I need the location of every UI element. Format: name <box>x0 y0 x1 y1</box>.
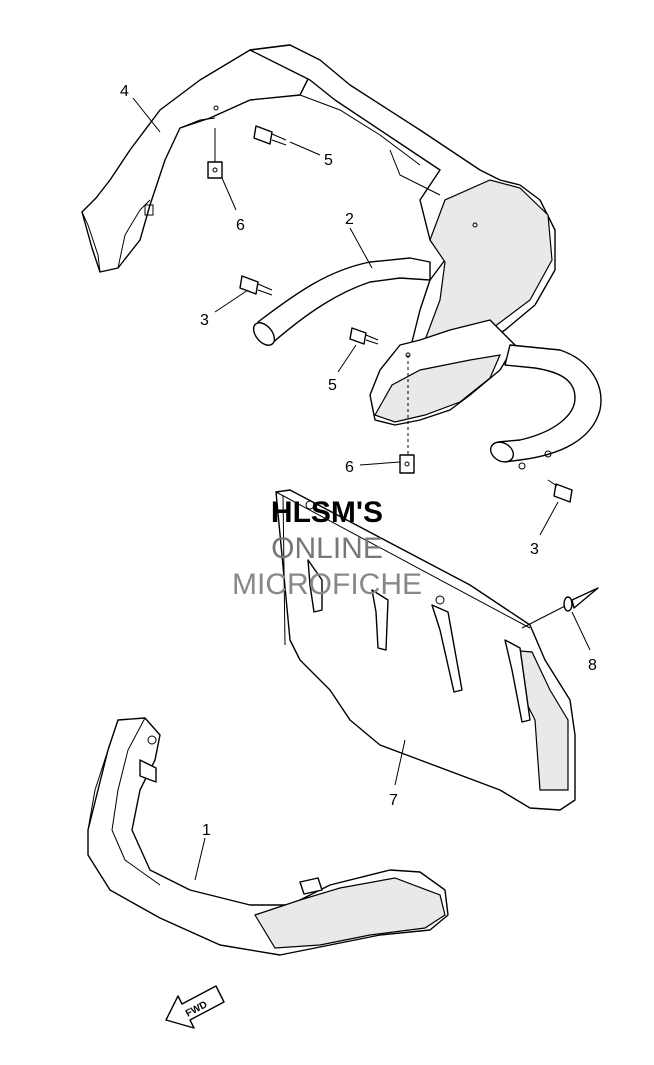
watermark-line-1: HLSM'S <box>270 496 384 529</box>
callout-5-upper: 5 <box>324 152 333 169</box>
callout-5-middle: 5 <box>328 377 337 394</box>
callout-8: 8 <box>588 657 597 674</box>
callout-4: 4 <box>120 83 129 100</box>
watermark-line-3: MICROFICHE <box>232 568 422 601</box>
arrow-fwd-icon: FWD <box>165 985 225 1029</box>
part-2-tube-bar[interactable] <box>250 257 602 470</box>
callout-3-left: 3 <box>200 312 209 329</box>
callout-6-upper: 6 <box>236 217 245 234</box>
part-4-hood-frame[interactable] <box>81 44 556 426</box>
bolt-5-middle[interactable] <box>349 327 379 345</box>
callout-7: 7 <box>389 792 398 809</box>
part-7-flap-panel[interactable] <box>275 489 576 811</box>
part-1-front-bumper[interactable] <box>87 717 449 956</box>
rivet-8[interactable] <box>563 587 599 612</box>
watermark-line-2: ONLINE <box>271 532 383 565</box>
bolt-3-left[interactable] <box>239 275 273 296</box>
callouts: 4 5 6 2 3 5 6 3 8 7 1 <box>120 83 597 839</box>
callout-3-right: 3 <box>530 541 539 558</box>
leader-lines <box>132 97 591 881</box>
bolt-5-upper[interactable] <box>253 125 287 146</box>
clip-6-lower[interactable] <box>399 454 415 474</box>
callout-1: 1 <box>202 822 211 839</box>
clip-6-upper[interactable] <box>207 161 223 179</box>
callout-2: 2 <box>345 211 354 228</box>
callout-6-lower: 6 <box>345 459 354 476</box>
bolt-3-right[interactable] <box>547 479 573 503</box>
